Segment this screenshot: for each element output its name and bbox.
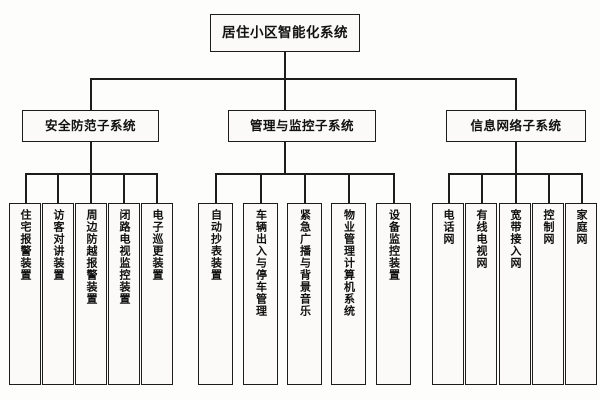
node-leaf-property-computer[interactable]: 物业管理计算机系统 [331, 203, 366, 385]
connector-management-leaf-1 [215, 173, 217, 203]
node-leaf-auto-meter-label: 自动抄表装置 [209, 209, 223, 281]
node-leaf-vehicle-parking-label: 车辆出入与停车管理 [254, 209, 268, 317]
node-leaf-property-computer-label: 物业管理计算机系统 [342, 209, 356, 317]
node-leaf-perimeter-alarm[interactable]: 周边防越报警装置 [75, 203, 107, 385]
connector-network-leaf-1 [448, 173, 450, 203]
node-leaf-cctv[interactable]: 闭路电视监控装置 [108, 203, 140, 385]
node-branch-network[interactable]: 信息网络子系统 [446, 110, 586, 142]
connector-security-leaf-1 [25, 173, 27, 203]
node-leaf-control-net-label: 控制网 [542, 209, 556, 245]
node-leaf-broadcast-music[interactable]: 紧急广播与背景音乐 [287, 203, 322, 385]
node-leaf-home-alarm-label: 住宅报警装置 [19, 209, 33, 281]
node-leaf-telephone-net[interactable]: 电话网 [432, 203, 464, 385]
connector-network-leaf-5 [581, 173, 583, 203]
node-leaf-telephone-net-label: 电话网 [442, 209, 456, 245]
node-branch-management[interactable]: 管理与监控子系统 [228, 110, 376, 142]
node-branch-network-label: 信息网络子系统 [470, 118, 562, 134]
node-leaf-home-net[interactable]: 家庭网 [565, 203, 597, 385]
node-leaf-equipment-monitor[interactable]: 设备监控装置 [376, 203, 411, 385]
connector-drop-network [515, 78, 517, 110]
connector-management-leaf-4 [348, 173, 350, 203]
node-branch-security-label: 安全防范子系统 [44, 118, 136, 134]
node-leaf-auto-meter[interactable]: 自动抄表装置 [198, 203, 233, 385]
connector-network-stem [515, 142, 517, 174]
connector-management-leaf-2 [260, 173, 262, 203]
node-leaf-broadband-net[interactable]: 宽带接入网 [499, 203, 531, 385]
connector-security-stem [90, 142, 92, 174]
connector-security-leaf-3 [90, 173, 92, 203]
node-leaf-home-alarm[interactable]: 住宅报警装置 [9, 203, 41, 385]
connector-root-stem [284, 52, 286, 79]
connector-security-leaf-4 [123, 173, 125, 203]
node-leaf-home-net-label: 家庭网 [575, 209, 589, 245]
node-leaf-visitor-intercom-label: 访客对讲装置 [52, 209, 66, 281]
connector-management-leaf-5 [393, 173, 395, 203]
connector-security-leaf-5 [156, 173, 158, 203]
connector-drop-security [90, 78, 92, 110]
connector-security-leaf-2 [57, 173, 59, 203]
node-leaf-broadband-net-label: 宽带接入网 [509, 209, 523, 269]
connector-network-leaf-2 [481, 173, 483, 203]
connector-network-leaf-4 [548, 173, 550, 203]
node-branch-security[interactable]: 安全防范子系统 [22, 110, 159, 142]
connector-drop-management [284, 78, 286, 110]
node-leaf-e-patrol-label: 电子巡更装置 [151, 209, 165, 281]
node-leaf-cctv-label: 闭路电视监控装置 [118, 209, 132, 305]
node-leaf-catv-net[interactable]: 有线电视网 [465, 203, 497, 385]
connector-management-leaf-3 [304, 173, 306, 203]
node-leaf-visitor-intercom[interactable]: 访客对讲装置 [42, 203, 74, 385]
node-root-label: 居住小区智能化系统 [222, 24, 348, 41]
node-leaf-equipment-monitor-label: 设备监控装置 [387, 209, 401, 281]
connector-management-stem [284, 142, 286, 174]
node-leaf-vehicle-parking[interactable]: 车辆出入与停车管理 [243, 203, 278, 385]
node-leaf-perimeter-alarm-label: 周边防越报警装置 [85, 209, 99, 305]
node-leaf-e-patrol[interactable]: 电子巡更装置 [141, 203, 173, 385]
node-leaf-broadcast-music-label: 紧急广播与背景音乐 [298, 209, 312, 317]
node-root[interactable]: 居住小区智能化系统 [210, 14, 360, 52]
node-leaf-control-net[interactable]: 控制网 [532, 203, 564, 385]
connector-network-leaf-3 [515, 173, 517, 203]
connector-level2-bus [90, 78, 516, 80]
node-leaf-catv-net-label: 有线电视网 [475, 209, 489, 269]
node-branch-management-label: 管理与监控子系统 [249, 118, 354, 134]
